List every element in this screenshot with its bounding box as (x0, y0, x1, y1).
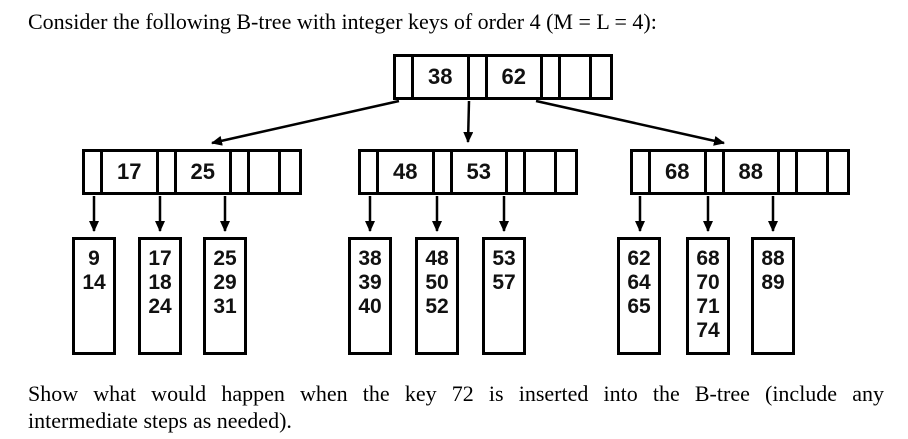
key-cell: 53 (453, 152, 508, 192)
leaf-key: 48 (425, 247, 449, 270)
root-node: 38 62 (393, 54, 613, 100)
leaf-node-6: 53 57 (482, 237, 526, 355)
leaf-node-8: 68 70 71 74 (686, 237, 730, 355)
child-pointer-cell (396, 57, 414, 97)
child-pointer-cell (543, 57, 561, 97)
empty-key-cell (798, 152, 830, 192)
child-pointer-cell (85, 152, 103, 192)
edge-root-to-middle-child (463, 100, 474, 143)
question-intro-text: Consider the following B-tree with integ… (28, 9, 657, 34)
leaf-key: 14 (82, 271, 106, 294)
leaf-key: 70 (696, 271, 720, 294)
leaf-node-5: 48 50 52 (415, 237, 459, 355)
leaf-key: 24 (148, 295, 172, 318)
leaf-key: 9 (88, 247, 100, 270)
key-cell: 25 (177, 152, 232, 192)
child-pointer-cell (829, 152, 847, 192)
leaf-key: 18 (148, 271, 172, 294)
leaf-key: 57 (492, 271, 516, 294)
child-pointer-cell (159, 152, 177, 192)
leaf-key: 64 (627, 271, 651, 294)
leaf-key: 53 (492, 247, 516, 270)
child-pointer-cell (707, 152, 725, 192)
leaf-key: 25 (213, 247, 237, 270)
leaf-key: 31 (213, 295, 237, 318)
child-pointer-cell (557, 152, 575, 192)
leaf-key: 71 (696, 295, 720, 318)
leaf-key: 74 (696, 319, 720, 342)
key-cell: 68 (651, 152, 707, 192)
key-cell: 88 (725, 152, 780, 192)
internal-node-left: 17 25 (82, 149, 302, 195)
child-pointer-cell (780, 152, 798, 192)
child-pointer-cell (470, 57, 488, 97)
leaf-node-4: 38 39 40 (348, 237, 392, 355)
child-pointer-cell (361, 152, 379, 192)
question-text-line-2: intermediate steps as needed). (28, 408, 292, 433)
question-text-line-1: Show what would happen when the key 72 i… (28, 381, 884, 406)
internal-node-middle: 48 53 (358, 149, 578, 195)
empty-key-cell (561, 57, 593, 97)
leaf-node-1: 9 14 (72, 237, 116, 355)
child-pointer-cell (232, 152, 250, 192)
key-cell: 38 (414, 57, 470, 97)
edge-root-to-right-child (535, 99, 725, 146)
key-cell: 62 (488, 57, 543, 97)
edge-root-to-left-child (211, 99, 400, 146)
child-pointer-cell (281, 152, 299, 192)
child-pointer-cell (633, 152, 651, 192)
leaf-key: 40 (358, 295, 382, 318)
leaf-key: 68 (696, 247, 720, 270)
leaf-key: 62 (627, 247, 651, 270)
key-cell: 48 (379, 152, 435, 192)
leaf-node-9: 88 89 (751, 237, 795, 355)
leaf-key: 29 (213, 271, 237, 294)
child-pointer-cell (435, 152, 453, 192)
leaf-key: 50 (425, 271, 449, 294)
empty-key-cell (526, 152, 558, 192)
empty-key-cell (250, 152, 282, 192)
leaf-key: 52 (425, 295, 449, 318)
leaf-key: 17 (148, 247, 172, 270)
leaf-node-3: 25 29 31 (203, 237, 247, 355)
leaf-key: 65 (627, 295, 651, 318)
leaf-key: 88 (761, 247, 785, 270)
child-pointer-cell (508, 152, 526, 192)
leaf-node-2: 17 18 24 (138, 237, 182, 355)
child-pointer-cell (592, 57, 610, 97)
leaf-key: 39 (358, 271, 382, 294)
leaf-key: 89 (761, 271, 785, 294)
leaf-node-7: 62 64 65 (617, 237, 661, 355)
question-text: Show what would happen when the key 72 i… (28, 380, 884, 434)
leaf-key: 38 (358, 247, 382, 270)
key-cell: 17 (103, 152, 159, 192)
internal-node-right: 68 88 (630, 149, 850, 195)
